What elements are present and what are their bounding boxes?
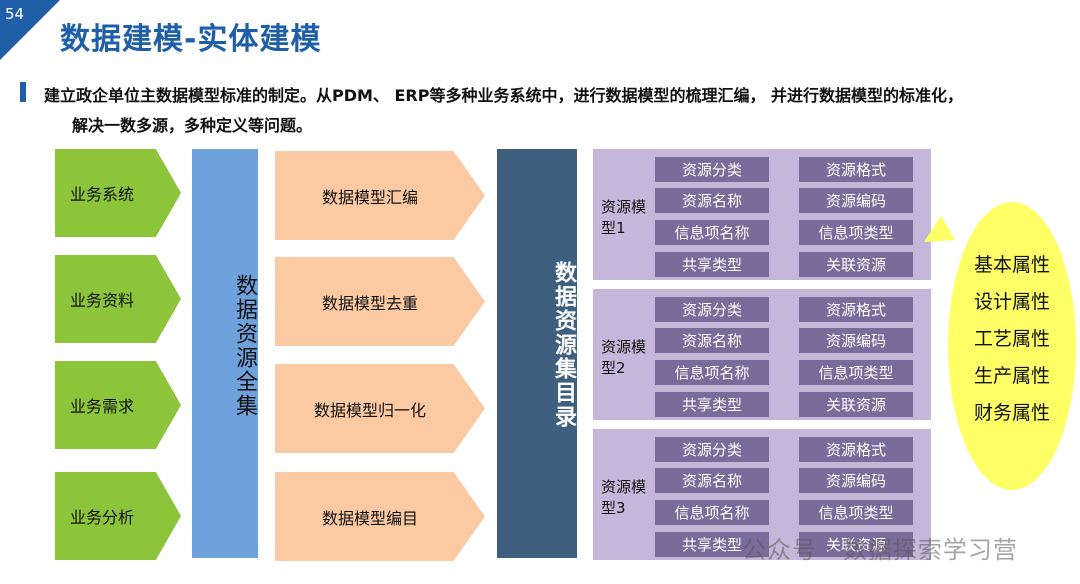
- model-cell: 信息项名称: [655, 360, 769, 385]
- data-resource-catalog-column: 数据资源集目录: [497, 149, 577, 558]
- resource-model-panel-2: 资源模型2 资源分类 资源格式 资源名称 资源编码 信息项名称 信息项类型 共享…: [593, 289, 931, 420]
- page-title: 数据建模-实体建模: [60, 22, 322, 57]
- model-cell: 共享类型: [655, 392, 769, 417]
- model-cell: 资源格式: [799, 297, 913, 322]
- resource-model-label: 资源模型3: [601, 478, 647, 517]
- model-cell: 资源分类: [655, 437, 769, 462]
- process-arrow-4: 数据模型编目: [275, 472, 485, 561]
- model-cell: 信息项名称: [655, 500, 769, 525]
- page-number: 54: [5, 5, 25, 23]
- source-arrow-2: 业务资料: [55, 255, 181, 343]
- resource-model-panel-1: 资源模型1 资源分类 资源格式 资源名称 资源编码 信息项名称 信息项类型 共享…: [593, 149, 931, 280]
- intro-text-line1: 建立政企单位主数据模型标准的制定。从PDM、 ERP等多种业务系统中，进行数据模…: [44, 86, 964, 105]
- attribute-item: 工艺属性: [973, 328, 1050, 350]
- attribute-item: 设计属性: [973, 291, 1050, 313]
- model-cell: 资源分类: [655, 157, 769, 182]
- model-cell: 信息项类型: [799, 500, 913, 525]
- data-resource-collection-column: 数据资源全集: [192, 149, 258, 558]
- model-cell: 资源分类: [655, 297, 769, 322]
- resource-model-label: 资源模型1: [601, 198, 647, 237]
- collection-label: 数据资源全集: [232, 274, 257, 418]
- model-cell: 资源编码: [799, 188, 913, 213]
- resource-model-panel-3: 资源模型3 资源分类 资源格式 资源名称 资源编码 信息项名称 信息项类型 共享…: [593, 429, 931, 560]
- process-arrow-1: 数据模型汇编: [275, 151, 485, 240]
- source-arrow-1: 业务系统: [55, 149, 181, 237]
- model-cell: 资源名称: [655, 328, 769, 353]
- attribute-item: 生产属性: [973, 365, 1050, 387]
- resource-model-label: 资源模型2: [601, 338, 647, 377]
- model-cell: 共享类型: [655, 532, 769, 557]
- process-arrow-3: 数据模型归一化: [275, 364, 485, 453]
- model-cell: 关联资源: [799, 392, 913, 417]
- model-cell: 资源名称: [655, 188, 769, 213]
- process-arrow-2: 数据模型去重: [275, 257, 485, 346]
- model-cell: 资源格式: [799, 157, 913, 182]
- attributes-callout: 基本属性 设计属性 工艺属性 生产属性 财务属性: [948, 202, 1076, 490]
- model-cell: 信息项名称: [655, 220, 769, 245]
- watermark-text: 公众号 · 数据探索学习营: [742, 536, 1018, 564]
- attribute-item: 基本属性: [973, 254, 1050, 276]
- model-cell: 资源名称: [655, 468, 769, 493]
- bullet-marker: [20, 82, 26, 102]
- model-cell: 资源编码: [799, 328, 913, 353]
- corner-badge: [0, 0, 60, 60]
- catalog-label: 数据资源集目录: [551, 261, 576, 429]
- model-cell: 资源编码: [799, 468, 913, 493]
- model-cell: 关联资源: [799, 252, 913, 277]
- model-cell: 关联资源: [799, 532, 913, 557]
- intro-text-line2: 解决一数多源，多种定义等问题。: [72, 116, 313, 135]
- model-cell: 信息项类型: [799, 360, 913, 385]
- model-cell: 信息项类型: [799, 220, 913, 245]
- source-arrow-4: 业务分析: [55, 472, 181, 560]
- model-cell: 资源格式: [799, 437, 913, 462]
- source-arrow-3: 业务需求: [55, 361, 181, 449]
- model-cell: 共享类型: [655, 252, 769, 277]
- attribute-item: 财务属性: [973, 402, 1050, 424]
